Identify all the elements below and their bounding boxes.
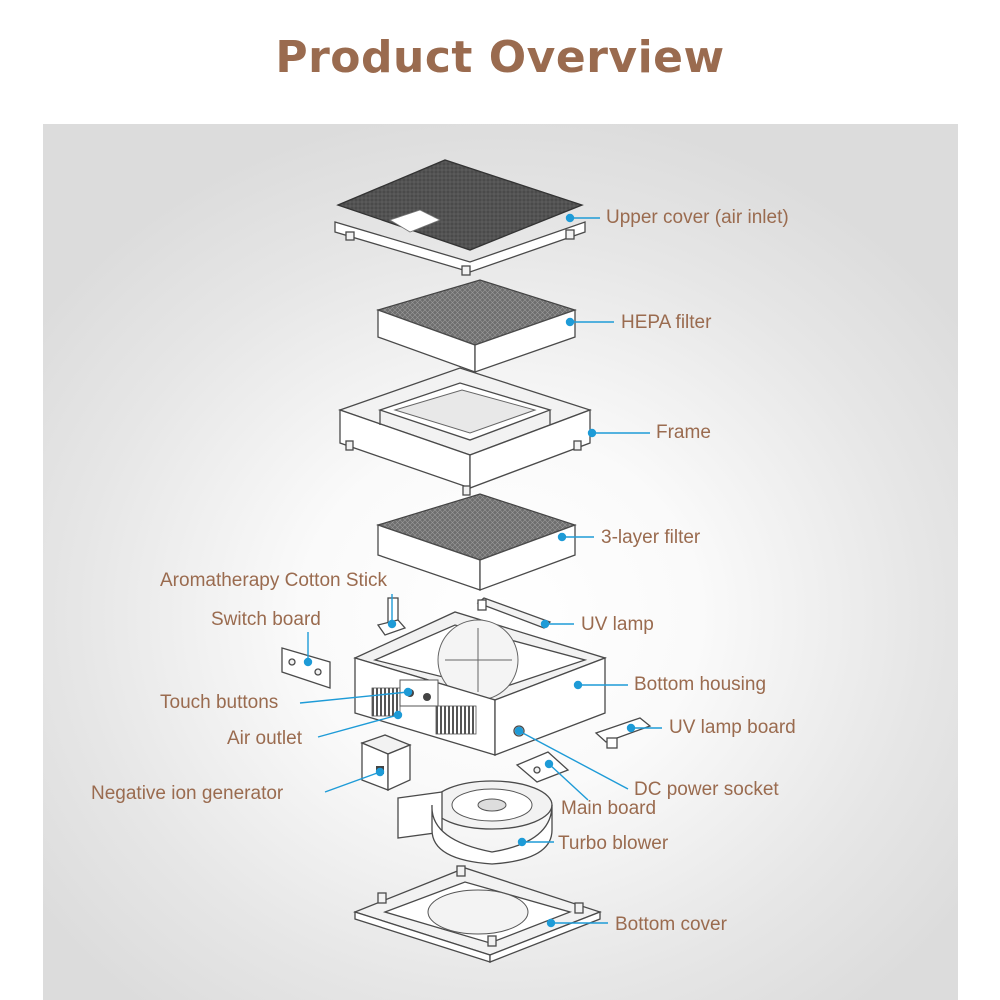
frame-part — [338, 367, 592, 496]
leader-main-board — [548, 763, 589, 801]
uv-lamp-part — [476, 597, 552, 629]
hepa-filter-part — [376, 279, 577, 373]
upper-cover-part — [334, 159, 586, 276]
leader-air-outlet — [317, 714, 399, 738]
bottom-housing-part — [353, 611, 607, 756]
switch-board-part — [281, 647, 331, 689]
label-turbo-blower: Turbo blower — [558, 833, 669, 854]
leader-negative-ion-generator — [324, 771, 381, 793]
label-hepa-filter: HEPA filter — [621, 312, 712, 333]
label-bottom-cover: Bottom cover — [615, 914, 728, 935]
label-bottom-housing: Bottom housing — [634, 674, 766, 695]
label-air-outlet: Air outlet — [227, 728, 303, 749]
main-board-part — [515, 751, 570, 783]
label-touch-buttons: Touch buttons — [160, 692, 278, 713]
negative-ion-generator-part — [360, 734, 412, 792]
uv-lamp-board-part — [594, 717, 652, 749]
leader-touch-buttons — [299, 691, 409, 704]
label-negative-ion-generator: Negative ion generator — [91, 783, 284, 804]
leader-lines — [299, 213, 662, 928]
page-title: Product Overview — [275, 32, 725, 83]
label-dc-power-socket: DC power socket — [634, 779, 779, 800]
label-aromatherapy: Aromatherapy Cotton Stick — [160, 570, 388, 591]
label-main-board: Main board — [561, 798, 656, 819]
labels: Upper cover (air inlet) HEPA filter Fram… — [91, 207, 796, 935]
three-layer-filter-part — [376, 493, 577, 591]
turbo-blower-part — [397, 780, 553, 865]
label-switch-board: Switch board — [211, 609, 321, 630]
label-upper-cover: Upper cover (air inlet) — [606, 207, 789, 228]
leader-dc-power-socket — [518, 730, 629, 790]
bottom-cover-part — [353, 865, 602, 963]
label-uv-lamp: UV lamp — [581, 614, 654, 635]
label-uv-lamp-board: UV lamp board — [669, 717, 796, 738]
label-three-layer-filter: 3-layer filter — [601, 527, 701, 548]
label-frame: Frame — [656, 422, 711, 443]
